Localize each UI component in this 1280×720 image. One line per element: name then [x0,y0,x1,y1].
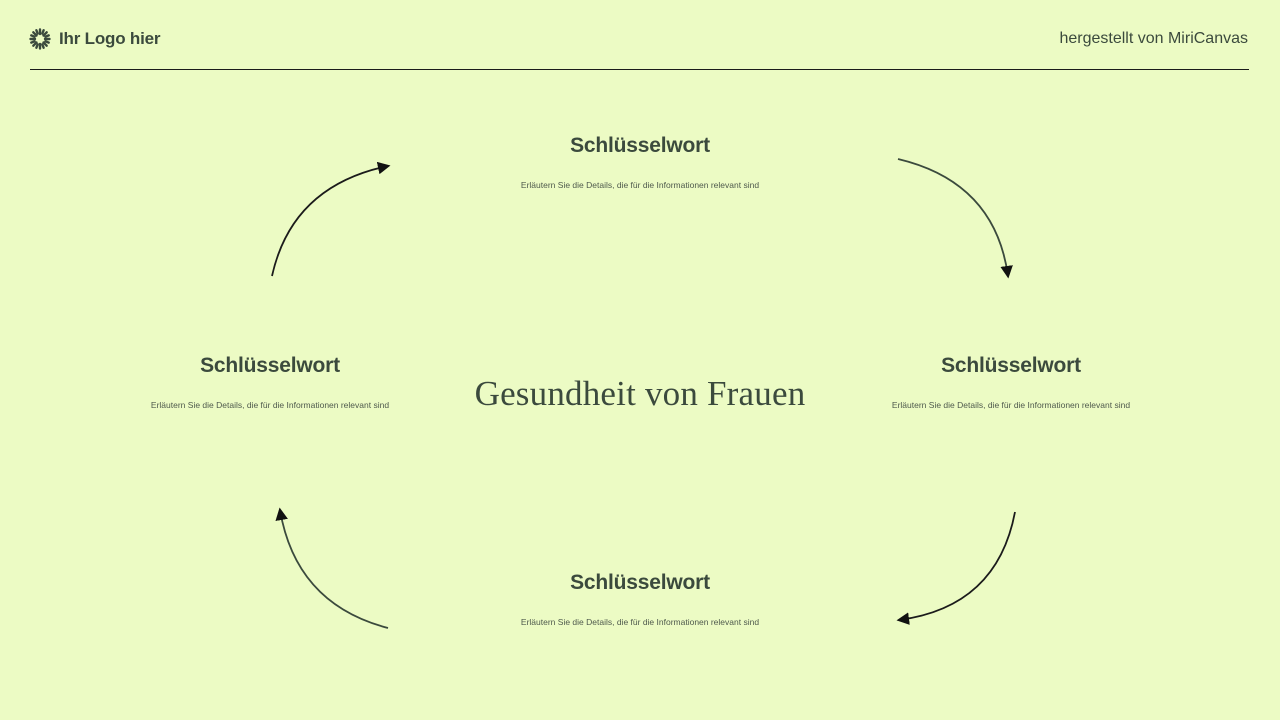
node-description: Erläutern Sie die Details, die für die I… [520,617,760,627]
burst-loader-icon [29,28,51,50]
node-left: Schlüsselwort Erläutern Sie die Details,… [120,354,420,411]
logo-text: Ihr Logo hier [59,29,161,48]
node-keyword: Schlüsselwort [570,571,710,594]
arrow-right-to-bottom [896,511,1016,625]
node-description: Erläutern Sie die Details, die für die I… [150,400,390,410]
node-description: Erläutern Sie die Details, die für die I… [520,180,760,190]
node-right: Schlüsselwort Erläutern Sie die Details,… [861,354,1161,411]
logo: Ihr Logo hier [29,28,160,50]
node-keyword: Schlüsselwort [200,354,340,377]
node-description: Erläutern Sie die Details, die für die I… [891,400,1131,410]
arrow-top-to-right [897,158,1013,279]
center-title: Gesundheit von Frauen [474,374,806,413]
node-top: Schlüsselwort Erläutern Sie die Details,… [490,134,790,191]
node-keyword: Schlüsselwort [570,134,710,157]
credit-text: hergestellt von MiriCanvas [1059,30,1248,47]
node-bottom: Schlüsselwort Erläutern Sie die Details,… [490,571,790,628]
arrow-left-to-top [271,161,391,277]
arrow-bottom-to-left [275,507,389,629]
node-keyword: Schlüsselwort [941,354,1081,377]
header-divider [30,69,1249,70]
